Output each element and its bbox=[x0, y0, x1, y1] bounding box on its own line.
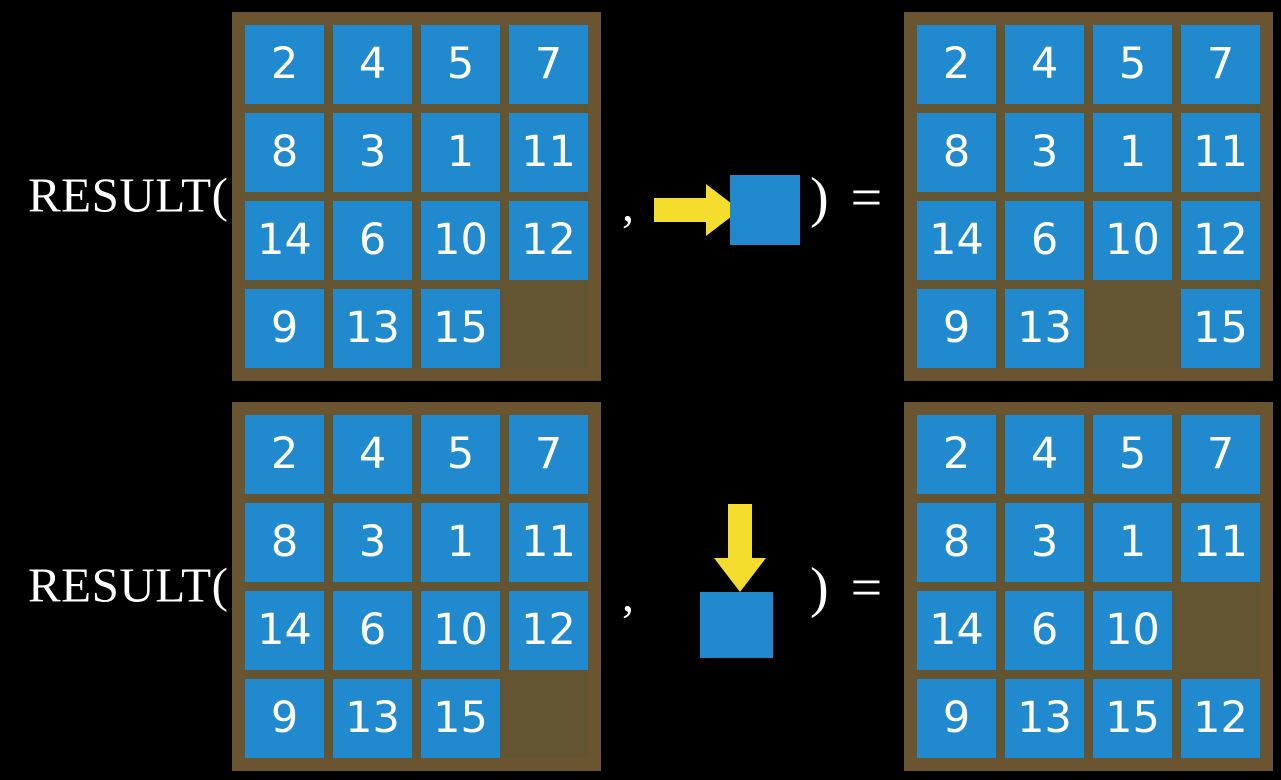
result-label-text: RESULT( bbox=[28, 557, 229, 613]
puzzle-tile[interactable]: 10 bbox=[421, 201, 500, 280]
puzzle-tile[interactable]: 3 bbox=[1005, 113, 1084, 192]
puzzle-tile[interactable]: 5 bbox=[1093, 25, 1172, 104]
puzzle-tile[interactable]: 7 bbox=[1181, 25, 1260, 104]
puzzle-tile[interactable]: 11 bbox=[509, 503, 588, 582]
puzzle-tile[interactable]: 2 bbox=[917, 25, 996, 104]
puzzle-tile[interactable]: 6 bbox=[333, 591, 412, 670]
puzzle-tile[interactable]: 15 bbox=[421, 289, 500, 368]
puzzle-tile[interactable]: 6 bbox=[1005, 201, 1084, 280]
puzzle-tile[interactable]: 1 bbox=[421, 503, 500, 582]
puzzle-tile[interactable]: 3 bbox=[333, 503, 412, 582]
puzzle-tile[interactable]: 8 bbox=[245, 113, 324, 192]
puzzle-tile[interactable]: 5 bbox=[421, 415, 500, 494]
puzzle-tile[interactable]: 15 bbox=[1181, 289, 1260, 368]
puzzle-tile[interactable]: 7 bbox=[509, 415, 588, 494]
puzzle-tile[interactable]: 4 bbox=[1005, 25, 1084, 104]
puzzle-tile[interactable]: 12 bbox=[1181, 679, 1260, 758]
puzzle-tile[interactable]: 15 bbox=[421, 679, 500, 758]
puzzle-blank-cell bbox=[509, 679, 588, 758]
puzzle-tile[interactable]: 1 bbox=[1093, 503, 1172, 582]
arrow-right-icon bbox=[654, 184, 740, 236]
operator-area-row-2: , ) = bbox=[610, 390, 900, 780]
puzzle-tile[interactable]: 2 bbox=[245, 25, 324, 104]
closing-paren-equals: ) = bbox=[810, 557, 887, 619]
puzzle-tile[interactable]: 9 bbox=[917, 679, 996, 758]
puzzle-tile[interactable]: 13 bbox=[1005, 679, 1084, 758]
puzzle-tile[interactable]: 6 bbox=[1005, 591, 1084, 670]
puzzle-tile[interactable]: 8 bbox=[917, 113, 996, 192]
result-label-text: RESULT( bbox=[28, 167, 229, 223]
puzzle-tile[interactable]: 4 bbox=[333, 415, 412, 494]
puzzle-tile[interactable]: 13 bbox=[1005, 289, 1084, 368]
puzzle-tile[interactable]: 13 bbox=[333, 679, 412, 758]
puzzle-blank-cell bbox=[1181, 591, 1260, 670]
puzzle-tile[interactable]: 15 bbox=[1093, 679, 1172, 758]
puzzle-tile[interactable]: 13 bbox=[333, 289, 412, 368]
puzzle-tile[interactable]: 3 bbox=[333, 113, 412, 192]
puzzle-tile[interactable]: 12 bbox=[509, 201, 588, 280]
puzzle-tile[interactable]: 8 bbox=[917, 503, 996, 582]
puzzle-blank-cell bbox=[1093, 289, 1172, 368]
operator-area-row-1: , ) = bbox=[610, 0, 900, 390]
puzzle-tile[interactable]: 10 bbox=[1093, 201, 1172, 280]
result-function-label-row-2: RESULT( bbox=[28, 561, 228, 610]
puzzle-tile[interactable]: 9 bbox=[245, 679, 324, 758]
puzzle-tile[interactable]: 5 bbox=[421, 25, 500, 104]
puzzle-tile[interactable]: 9 bbox=[917, 289, 996, 368]
puzzle-tile[interactable]: 12 bbox=[1181, 201, 1260, 280]
result-function-label-row-1: RESULT( bbox=[28, 171, 228, 220]
puzzle-tile[interactable]: 8 bbox=[245, 503, 324, 582]
puzzle-tile[interactable]: 4 bbox=[1005, 415, 1084, 494]
puzzle-tile[interactable]: 12 bbox=[509, 591, 588, 670]
blank-tile-indicator bbox=[700, 592, 773, 658]
puzzle-blank-cell bbox=[509, 289, 588, 368]
puzzle-tile[interactable]: 2 bbox=[917, 415, 996, 494]
puzzle-tile[interactable]: 2 bbox=[245, 415, 324, 494]
puzzle-tile[interactable]: 7 bbox=[1181, 415, 1260, 494]
puzzle-tile[interactable]: 3 bbox=[1005, 503, 1084, 582]
puzzle-tile[interactable]: 11 bbox=[1181, 113, 1260, 192]
puzzle-tile[interactable]: 1 bbox=[421, 113, 500, 192]
blank-tile-indicator bbox=[730, 175, 800, 245]
closing-paren-equals: ) = bbox=[810, 167, 887, 229]
puzzle-tile[interactable]: 10 bbox=[421, 591, 500, 670]
comma-separator: , bbox=[622, 569, 634, 622]
puzzle-tile[interactable]: 6 bbox=[333, 201, 412, 280]
puzzle-tile[interactable]: 14 bbox=[245, 591, 324, 670]
puzzle-tile[interactable]: 5 bbox=[1093, 415, 1172, 494]
puzzle-tile[interactable]: 11 bbox=[1181, 503, 1260, 582]
puzzle-tile[interactable]: 7 bbox=[509, 25, 588, 104]
puzzle-tile[interactable]: 14 bbox=[917, 591, 996, 670]
puzzle-tile[interactable]: 10 bbox=[1093, 591, 1172, 670]
puzzle-tile[interactable]: 14 bbox=[917, 201, 996, 280]
puzzle-tile[interactable]: 4 bbox=[333, 25, 412, 104]
puzzle-tile[interactable]: 11 bbox=[509, 113, 588, 192]
arrow-down-icon bbox=[714, 504, 766, 592]
puzzle-tile[interactable]: 1 bbox=[1093, 113, 1172, 192]
puzzle-tile[interactable]: 14 bbox=[245, 201, 324, 280]
puzzle-tile[interactable]: 9 bbox=[245, 289, 324, 368]
comma-separator: , bbox=[622, 179, 634, 232]
